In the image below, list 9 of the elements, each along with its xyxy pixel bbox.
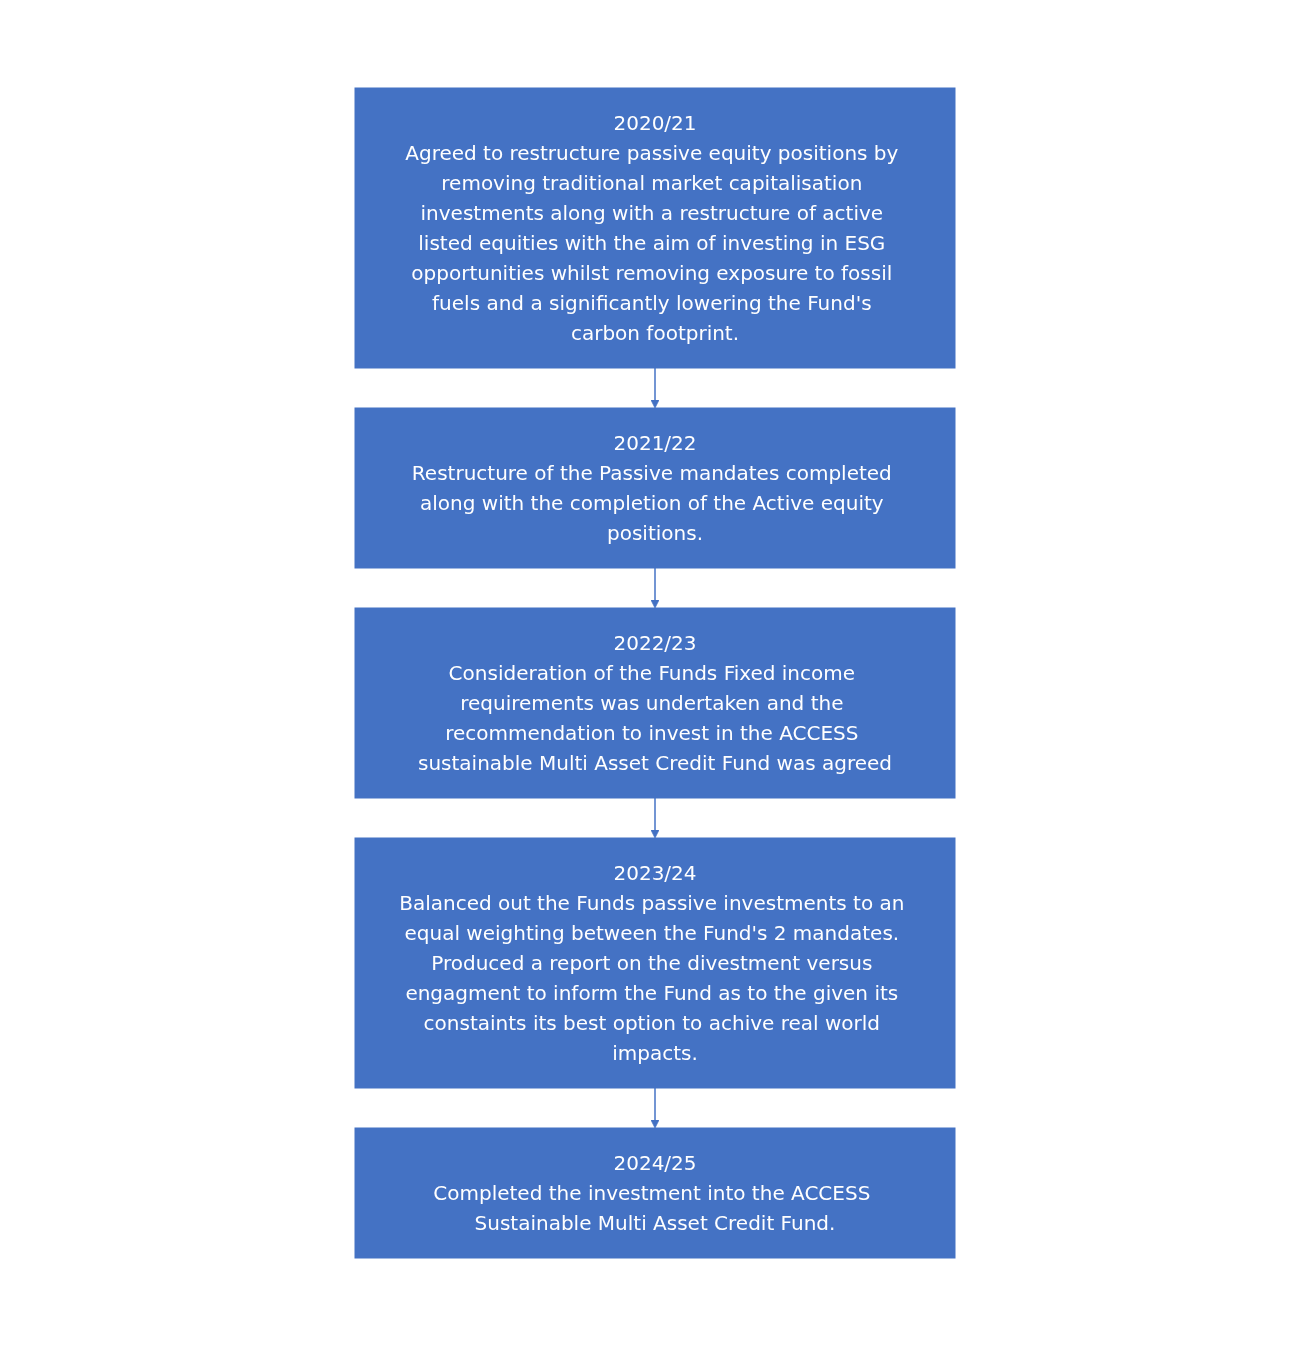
node-box: 2020/21 Agreed to restructure passive equity positions by removing traditional market capitalisation investments along with a restructure of active listed equities with the aim of investing in ESG opportunities whilst removing exposure to fossil fuels and a significantly lowering the Fund's carbon footprint. [354,87,955,368]
node-box: 2023/24 Balanced out the Funds passive investments to an equal weighting between the Fund's 2 mandates. Produced a report on the divestment versus engagment to inform the Fund as to the given its constaints its best option to achive real world impacts. [354,837,955,1088]
node-box: 2024/25 Completed the investment into the ACCESS Sustainable Multi Asset Credit Fund. [354,1127,955,1258]
node-box: 2022/23 Consideration of the Funds Fixed income requirements was undertaken and the recommendation to invest in the ACCESS sustainable Multi Asset Credit Fund was agreed [354,607,955,798]
arrow [650,566,659,608]
arrow [650,1086,659,1128]
node-box: 2021/22 Restructure of the Passive mandates completed along with the completion of the Active equity positions. [354,407,955,568]
arrow [650,366,659,408]
arrow [650,796,659,838]
